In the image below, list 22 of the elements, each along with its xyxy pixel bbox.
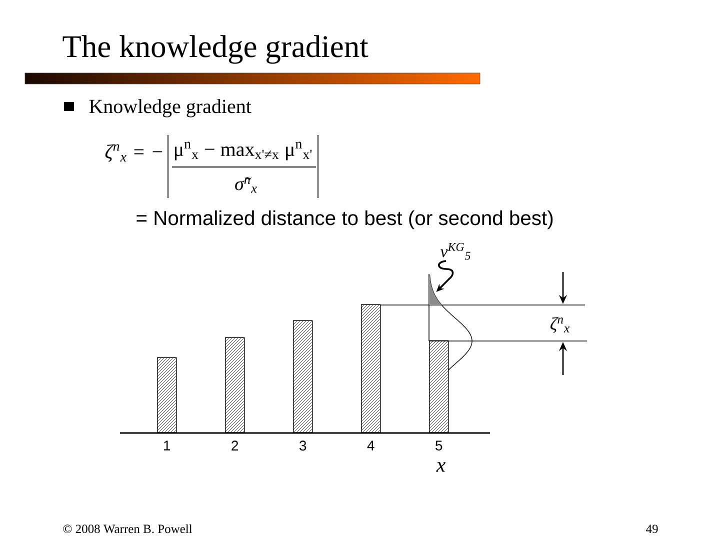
copyright-text: © 2008 Warren B. Powell [63, 524, 192, 534]
page-number: 49 [646, 524, 658, 534]
axis-tick-label: 3 [300, 440, 306, 451]
hatched-bar [225, 337, 245, 433]
hatched-bar [157, 357, 177, 433]
formula-text: ζ$^{n}$$_{x}$ = − [105, 144, 162, 162]
axis-tick-label: 1 [164, 440, 170, 450]
formula-denominator: σ̃$^{n}$x [235, 177, 257, 193]
axis-tick-label: 2 [232, 440, 238, 450]
axis-tick-label: 5 [436, 440, 442, 450]
hatched-bar [429, 340, 449, 433]
bullet-text: Knowledge gradient [89, 99, 252, 118]
title: The knowledge gradient [62, 35, 368, 64]
formula-numerator: μ$^{n}$$_{x}$ − max$_{x'≠x}$ μ$^{n}$x' [174, 142, 312, 160]
axis-label: x [436, 462, 446, 472]
math-label: ν$^{KG}$5 [440, 242, 470, 260]
axis-tick-label: 4 [367, 440, 374, 450]
shaded-tail [429, 275, 442, 305]
hatched-bar [361, 304, 381, 433]
dimension-label: ζ$^{n}$x [550, 317, 570, 333]
formula-note: = Normalized distance to best (or second best) [136, 210, 553, 230]
hatched-bar [293, 320, 313, 433]
